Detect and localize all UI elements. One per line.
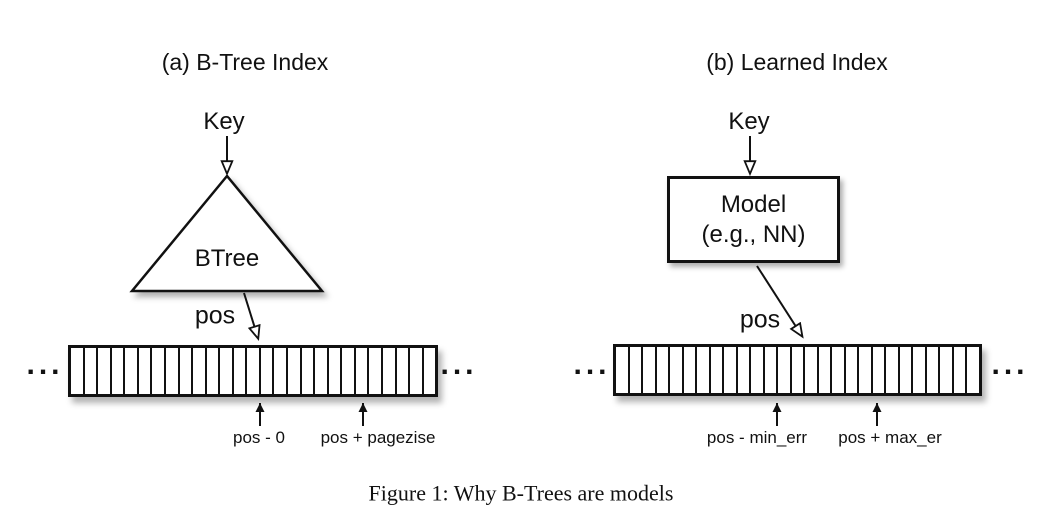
figure-caption: Figure 1: Why B-Trees are models: [368, 480, 674, 506]
memory-cell: [138, 348, 153, 394]
memory-cell: [791, 347, 806, 393]
memory-cell: [697, 347, 711, 393]
memory-cell: [165, 348, 180, 394]
memory-cell: [818, 347, 833, 393]
memory-cell: [396, 348, 411, 394]
memory-cell: [629, 347, 644, 393]
panel-a-range-high-label: pos + pagezise: [320, 428, 436, 448]
memory-cell: [656, 347, 671, 393]
model-node-box: Model (e.g., NN): [667, 176, 840, 263]
memory-cell: [845, 347, 860, 393]
memory-cell: [233, 348, 248, 394]
memory-cell: [913, 347, 927, 393]
model-node-label-line2: (e.g., NN): [701, 220, 806, 248]
panel-a-title: (a) B-Tree Index: [161, 48, 329, 75]
memory-cell: [764, 347, 779, 393]
memory-cell: [260, 348, 275, 394]
memory-cell: [926, 347, 941, 393]
memory-cell: [899, 347, 914, 393]
panel-b-title: (b) Learned Index: [706, 48, 888, 75]
memory-cell: [288, 348, 302, 394]
ellipsis-left-a: ...: [26, 348, 64, 381]
panel-b-range-high-label: pos + max_er: [838, 428, 942, 448]
memory-cell: [886, 347, 900, 393]
memory-cell: [382, 348, 397, 394]
memory-cell: [859, 347, 873, 393]
memory-array-b: [613, 344, 982, 396]
memory-cell: [616, 347, 630, 393]
memory-cell: [84, 348, 99, 394]
memory-cell: [751, 347, 765, 393]
memory-cell: [98, 348, 112, 394]
memory-cell: [710, 347, 725, 393]
memory-array-a: [68, 345, 438, 397]
memory-cell: [670, 347, 684, 393]
memory-cell: [247, 348, 261, 394]
ellipsis-right-a: ...: [440, 348, 478, 381]
panel-a-range-low-label: pos - 0: [233, 428, 285, 448]
panel-b-range-low-label: pos - min_err: [706, 428, 808, 448]
memory-cell: [805, 347, 819, 393]
panel-a-key-label: Key: [203, 108, 245, 136]
btree-to-array-pos-arrow: [243, 292, 258, 338]
memory-cell: [643, 347, 657, 393]
memory-cell: [220, 348, 234, 394]
memory-cell: [193, 348, 207, 394]
btree-node-label: BTree: [194, 245, 260, 273]
ellipsis-left-b: ...: [573, 348, 611, 381]
memory-cell: [683, 347, 698, 393]
panel-a-pos-label: pos: [194, 301, 236, 330]
memory-cell: [410, 348, 424, 394]
btree-triangle-shape: [129, 174, 325, 293]
memory-cell: [355, 348, 370, 394]
memory-cell: [315, 348, 329, 394]
memory-cell: [179, 348, 194, 394]
memory-cell: [328, 348, 343, 394]
memory-cell: [953, 347, 968, 393]
memory-cell: [423, 348, 436, 394]
ellipsis-right-b: ...: [991, 348, 1029, 381]
memory-cell: [206, 348, 221, 394]
memory-cell: [152, 348, 166, 394]
memory-cell: [724, 347, 738, 393]
memory-cell: [125, 348, 139, 394]
memory-cell: [111, 348, 126, 394]
memory-cell: [872, 347, 887, 393]
memory-cell: [301, 348, 316, 394]
memory-cell: [940, 347, 954, 393]
memory-cell: [778, 347, 792, 393]
panel-b-key-label: Key: [728, 108, 770, 136]
memory-cell: [737, 347, 752, 393]
panel-b-pos-label: pos: [739, 305, 781, 334]
memory-cell: [274, 348, 288, 394]
memory-cell: [71, 348, 85, 394]
memory-cell: [967, 347, 979, 393]
memory-cell: [832, 347, 846, 393]
memory-cell: [342, 348, 356, 394]
model-node-label-line1: Model: [720, 190, 787, 218]
memory-cell: [369, 348, 383, 394]
